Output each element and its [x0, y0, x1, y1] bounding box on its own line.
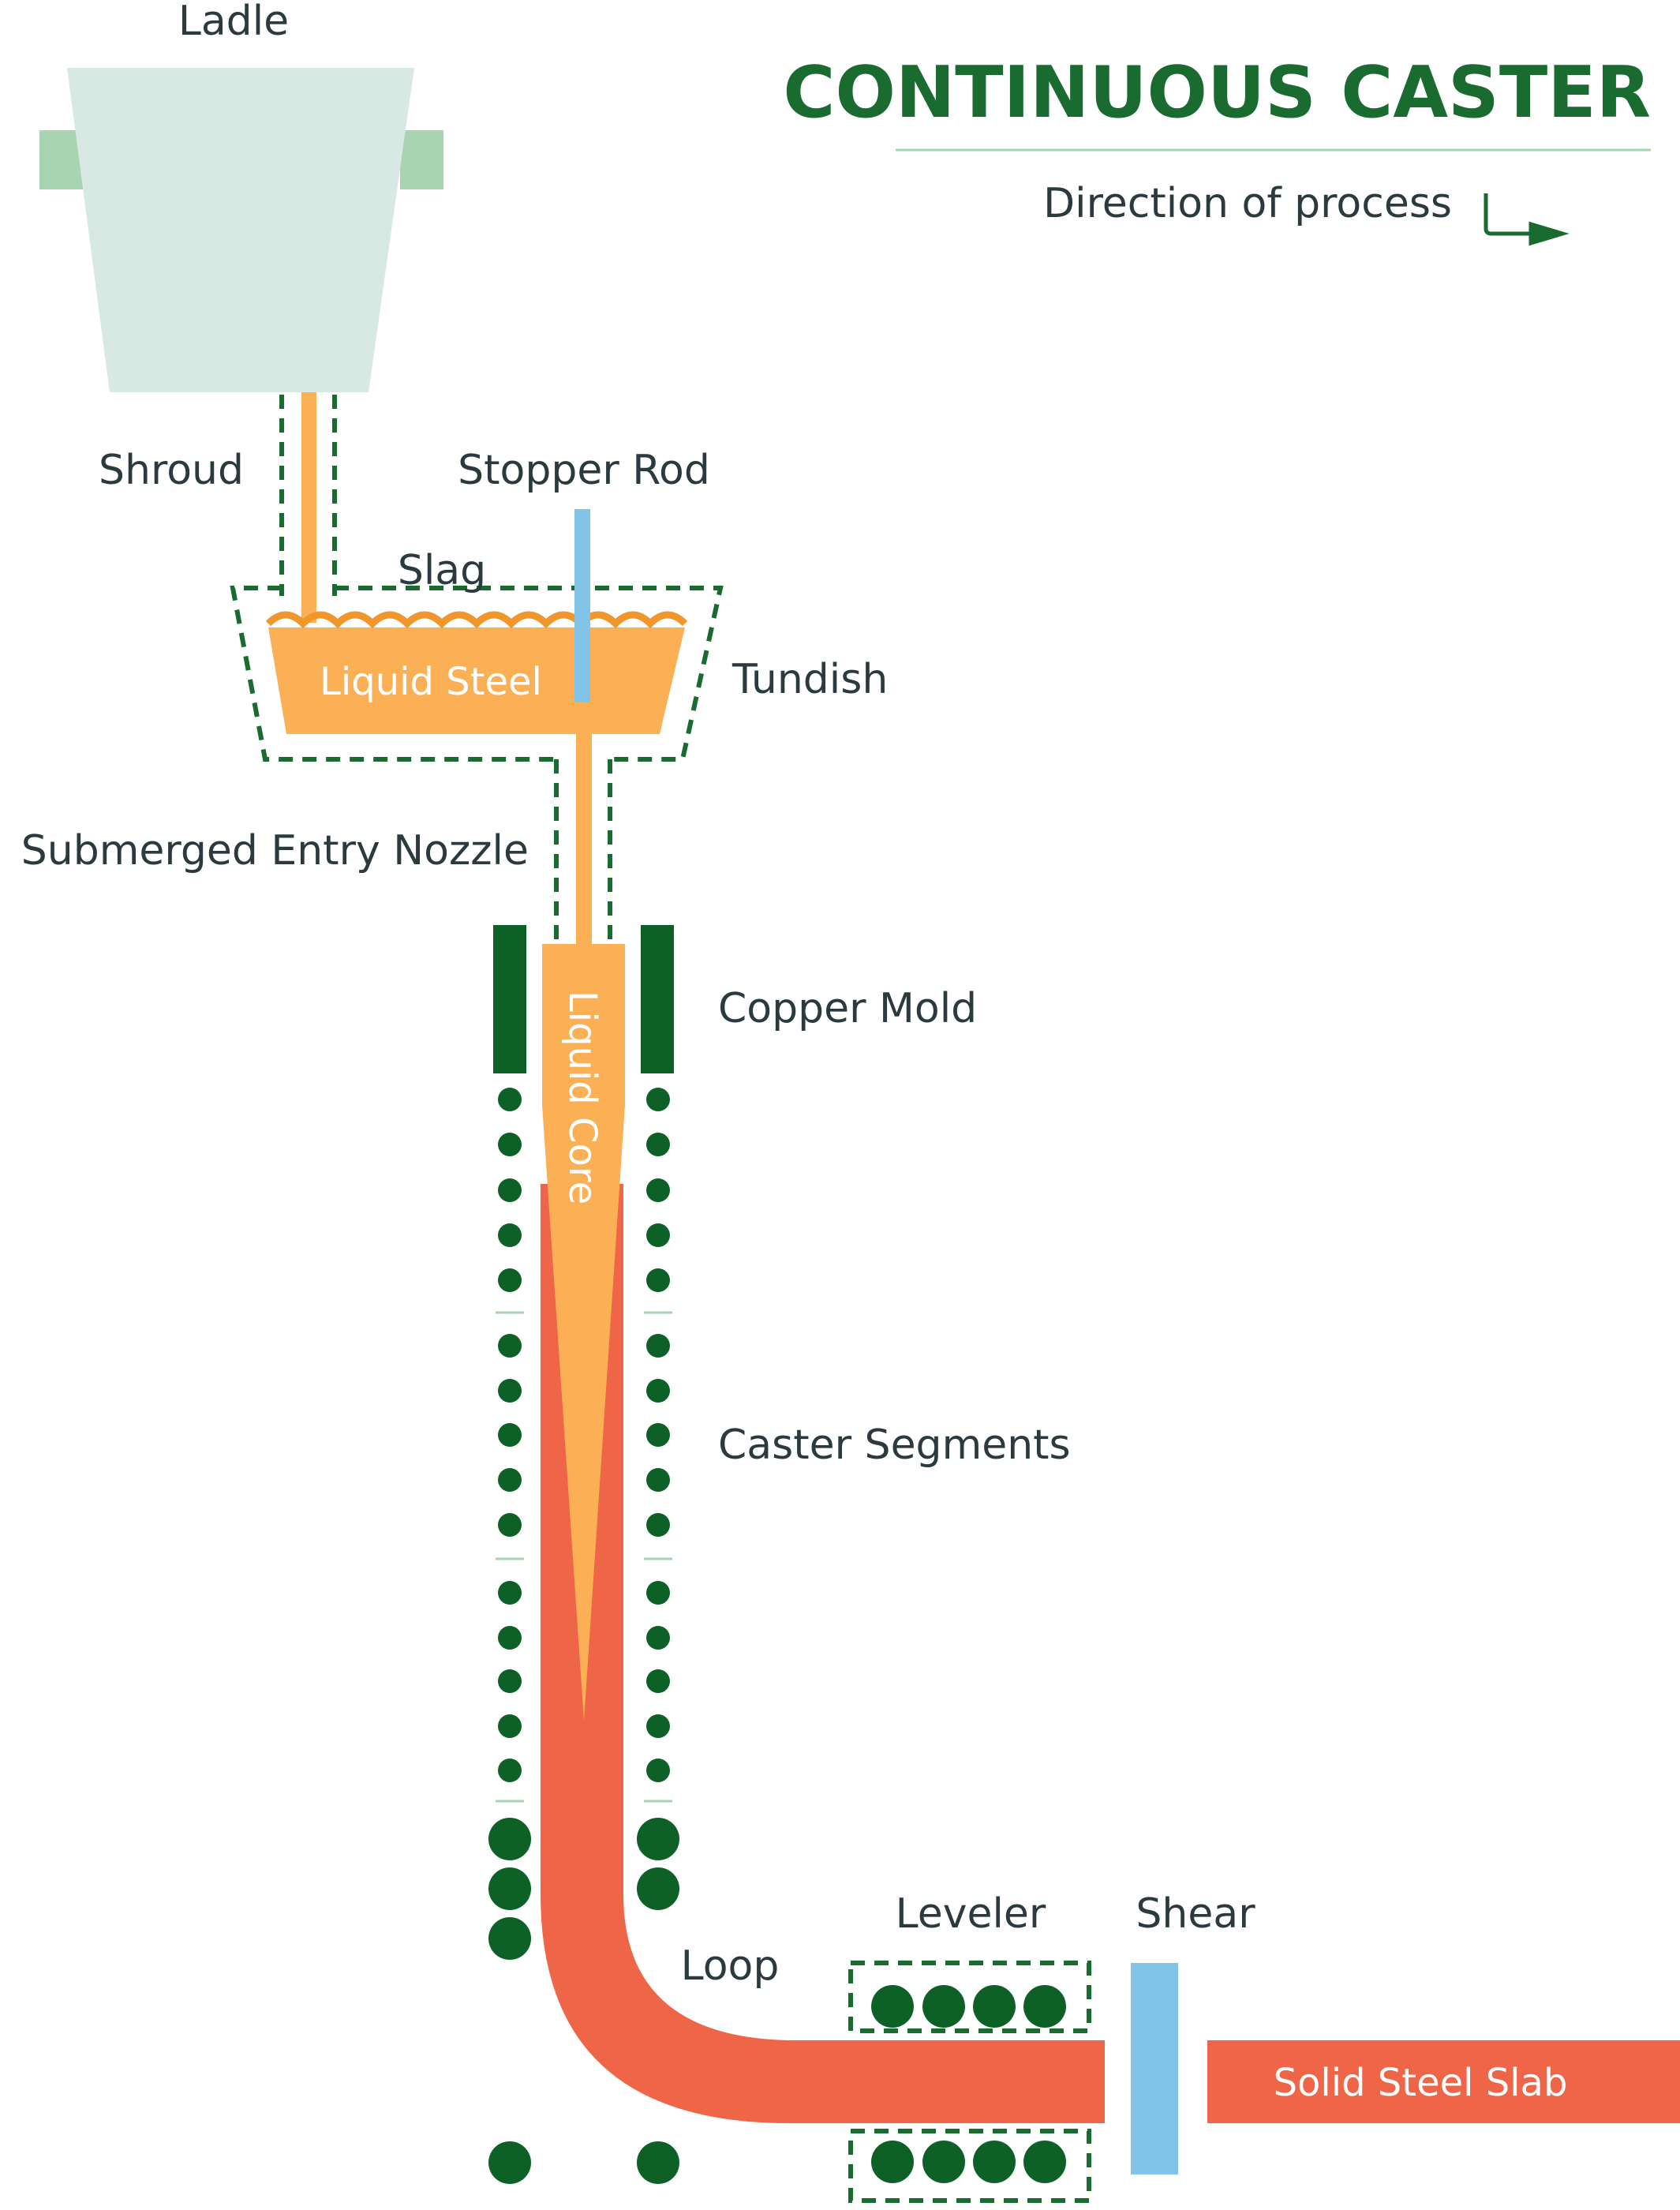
- caster-roller: [498, 1759, 522, 1782]
- solid-steel-slab: [1207, 2040, 1680, 2123]
- caster-roller: [646, 1468, 670, 1492]
- ladle-handle-right: [400, 130, 443, 189]
- caster-roller: [646, 1178, 670, 1202]
- leveler-label: Leveler: [896, 1890, 1046, 1938]
- caster-roller: [498, 1423, 522, 1447]
- caster-roller: [498, 1178, 522, 1202]
- ladle-label: Ladle: [178, 0, 289, 45]
- caster-roller: [498, 1223, 522, 1247]
- bending-roller: [488, 1818, 531, 1860]
- bending-roller: [637, 1818, 679, 1860]
- liquid-core: [542, 944, 625, 1721]
- caster-roller: [498, 1581, 522, 1605]
- caster-roller: [498, 1626, 522, 1650]
- bending-roller: [637, 1867, 679, 1910]
- leveler-roller-bottom: [1023, 2141, 1066, 2183]
- shroud-stream: [301, 392, 316, 623]
- ladle: [67, 68, 414, 392]
- stopper-rod: [574, 509, 590, 702]
- leveler-lower-outline: [848, 2129, 1091, 2203]
- liquid-steel-label: Liquid Steel: [320, 660, 542, 704]
- stopper-rod-label: Stopper Rod: [458, 447, 710, 494]
- caster-roller: [498, 1088, 522, 1111]
- caster-roller: [646, 1223, 670, 1247]
- leveler-roller-bottom: [871, 2141, 914, 2183]
- leveler-roller-top: [1023, 1985, 1066, 2028]
- caster-roller: [646, 1669, 670, 1693]
- direction-of-process-label: Direction of process: [1043, 180, 1452, 227]
- caster-roller: [646, 1513, 670, 1537]
- shroud-label: Shroud: [99, 447, 244, 494]
- solid-steel-strand: [541, 1184, 1105, 2123]
- submerged-entry-nozzle-stream: [576, 734, 592, 947]
- leveler-roller-bottom: [922, 2141, 965, 2183]
- solid-steel-slab-label: Solid Steel Slab: [1274, 2061, 1568, 2105]
- loop-roller: [488, 2141, 531, 2184]
- liquid-core-label: Liquid Core: [560, 991, 604, 1204]
- loop-roller: [637, 2141, 679, 2184]
- caster-roller: [646, 1581, 670, 1605]
- caster-segment-rollers: [488, 1088, 679, 2184]
- caster-roller: [646, 1268, 670, 1292]
- caster-roller: [646, 1334, 670, 1358]
- caster-roller: [498, 1268, 522, 1292]
- shear-label: Shear: [1136, 1890, 1255, 1938]
- caster-segments-label: Caster Segments: [718, 1422, 1071, 1469]
- caster-roller: [498, 1379, 522, 1403]
- copper-mold-left: [493, 925, 526, 1073]
- tundish-outline: [335, 586, 724, 762]
- tundish-label: Tundish: [731, 656, 888, 703]
- arrow-down-right-icon: [1484, 193, 1570, 246]
- leveler-roller-top: [973, 1985, 1016, 2028]
- ladle-handle-left: [39, 130, 83, 189]
- bending-roller: [488, 1867, 531, 1910]
- loop-label: Loop: [681, 1942, 780, 1990]
- shear-blade: [1131, 1963, 1178, 2174]
- slag-label: Slag: [398, 547, 486, 594]
- caster-roller: [646, 1133, 670, 1156]
- caster-roller: [498, 1669, 522, 1693]
- caster-roller: [498, 1714, 522, 1738]
- leveler-roller-top: [871, 1985, 914, 2028]
- diagram-title: CONTINUOUS CASTER: [783, 51, 1651, 134]
- submerged-entry-nozzle-label: Submerged Entry Nozzle: [21, 827, 529, 875]
- caster-roller: [646, 1423, 670, 1447]
- leveler-rollers: [871, 1985, 1066, 2183]
- bending-roller: [488, 1917, 531, 1960]
- caster-roller: [646, 1626, 670, 1650]
- caster-roller: [498, 1133, 522, 1156]
- tundish-outline-left: [230, 586, 556, 762]
- caster-roller: [646, 1759, 670, 1782]
- copper-mold-label: Copper Mold: [718, 985, 977, 1032]
- slag-layer: [265, 611, 688, 629]
- leveler-roller-top: [922, 1985, 965, 2028]
- caster-roller: [498, 1513, 522, 1537]
- leveler-upper-outline: [848, 1961, 1091, 2033]
- caster-roller: [646, 1379, 670, 1403]
- copper-mold-right: [641, 925, 674, 1073]
- caster-roller: [498, 1468, 522, 1492]
- caster-roller: [498, 1334, 522, 1358]
- caster-roller: [646, 1088, 670, 1111]
- caster-roller: [646, 1714, 670, 1738]
- leveler-roller-bottom: [973, 2141, 1016, 2183]
